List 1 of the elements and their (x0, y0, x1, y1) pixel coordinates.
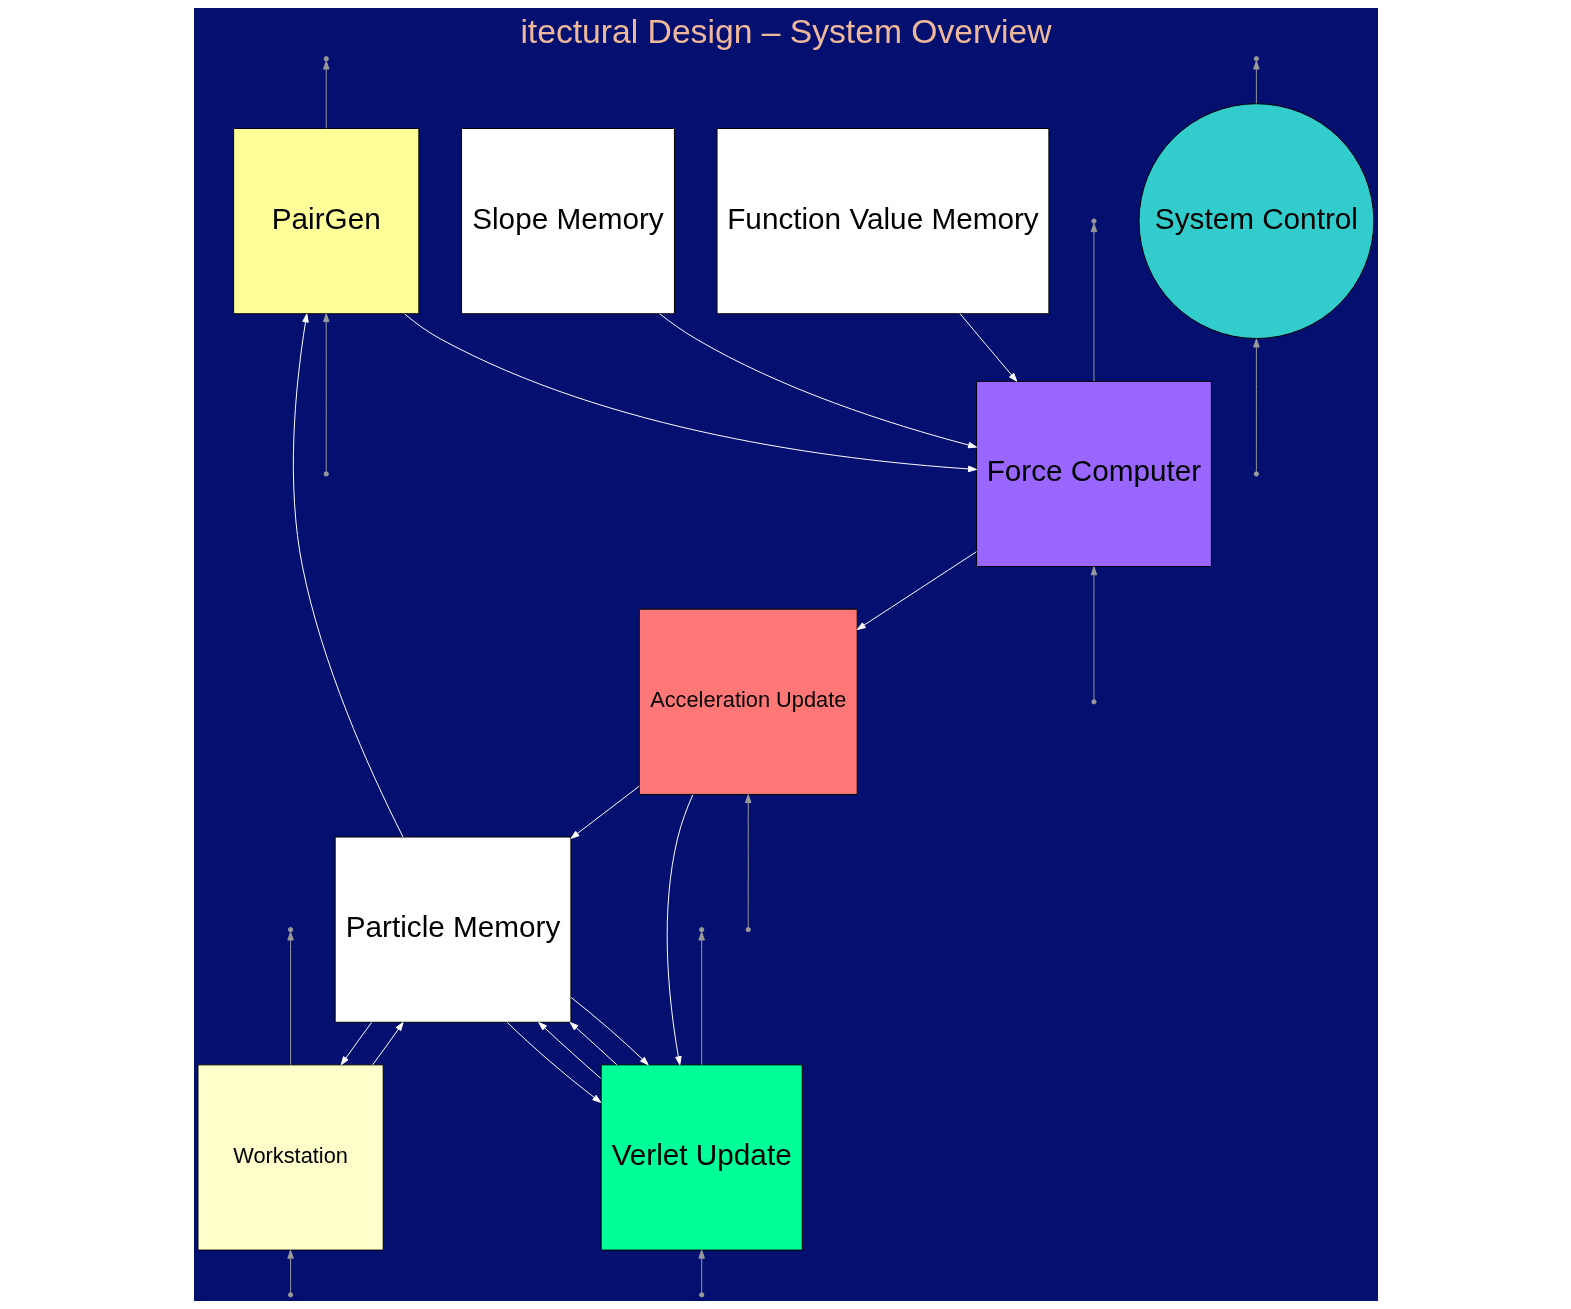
diagram-title: itectural Design – System Overview (519, 12, 1052, 50)
